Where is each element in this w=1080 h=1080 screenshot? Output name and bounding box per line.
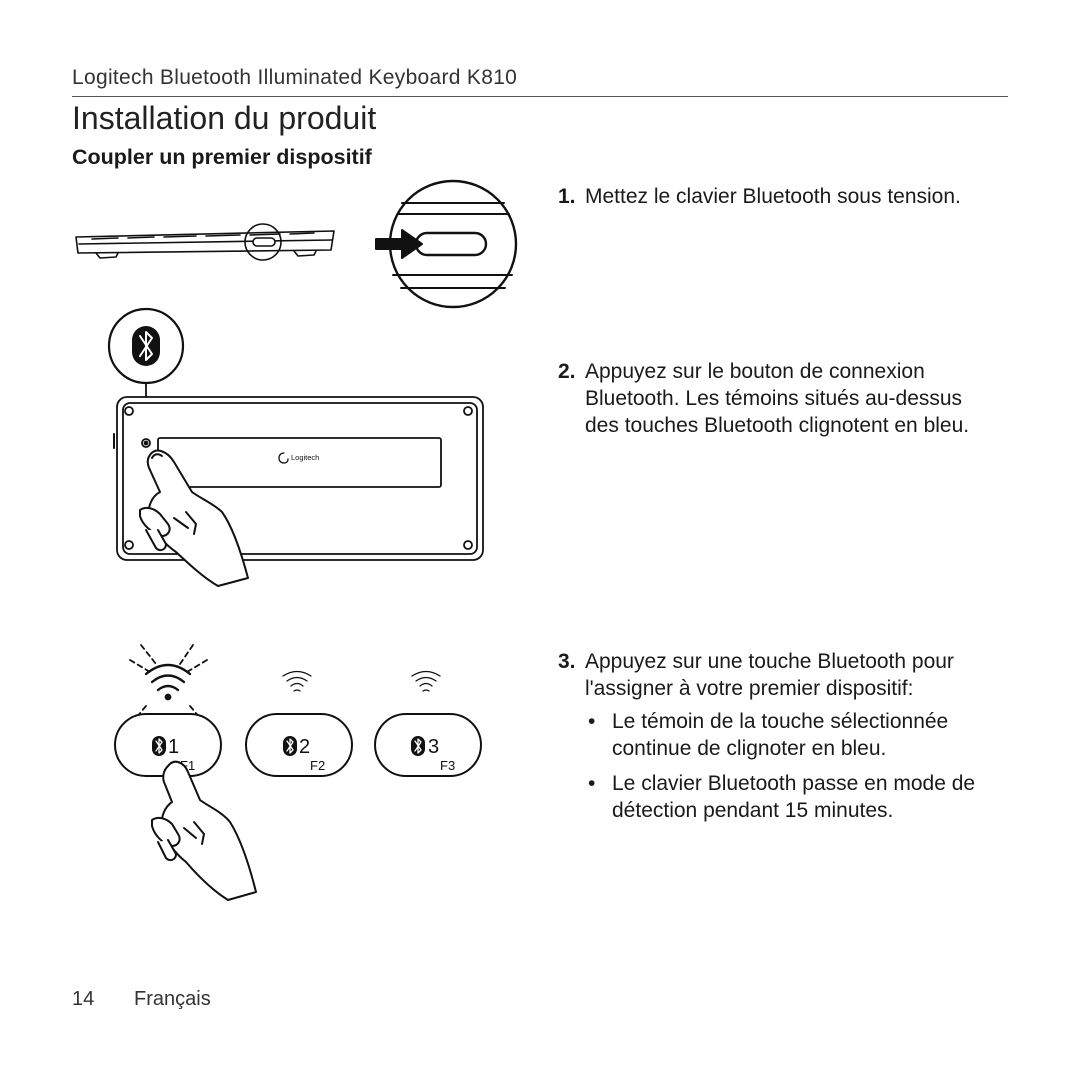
step-3: 3. Appuyez sur une touche Bluetooth pour… xyxy=(558,648,1008,832)
step-1-text: Mettez le clavier Bluetooth sous tension… xyxy=(585,185,961,208)
step-1-number: 1. xyxy=(558,185,576,208)
bluetooth-key-2-number: 2 xyxy=(299,736,310,758)
blink-indicator-rays xyxy=(129,644,208,719)
footer-language: Français xyxy=(134,988,211,1010)
power-switch-zoom xyxy=(375,179,518,309)
step-2-number: 2. xyxy=(558,360,576,383)
signal-icon-3 xyxy=(411,670,441,692)
bullet-marker: • xyxy=(588,710,596,733)
header-divider xyxy=(72,96,1008,97)
section-subtitle: Coupler un premier dispositif xyxy=(72,145,372,169)
page-number: 14 xyxy=(72,988,95,1010)
arrow-right-icon xyxy=(375,229,423,259)
document-header-title: Logitech Bluetooth Illuminated Keyboard … xyxy=(72,66,518,89)
bluetooth-key-3: 3 F3 xyxy=(374,713,482,777)
section-title: Installation du produit xyxy=(72,100,377,136)
bluetooth-key-3-number: 3 xyxy=(428,736,439,758)
step-2-text: Appuyez sur le bouton de connexion Bluet… xyxy=(585,360,970,437)
keyboard-logo-text: Logitech xyxy=(291,453,319,462)
hand-pressing-key-1 xyxy=(151,760,257,901)
bullet-marker: • xyxy=(588,772,596,795)
step-3-bullet-2: Le clavier Bluetooth passe en mode de dé… xyxy=(612,772,976,822)
step-3-text: Appuyez sur une touche Bluetooth pour l'… xyxy=(585,650,954,700)
step-2: 2. Appuyez sur le bouton de connexion Bl… xyxy=(558,358,1008,439)
step-3-number: 3. xyxy=(558,650,576,673)
list-item: • Le clavier Bluetooth passe en mode de … xyxy=(558,770,1008,824)
bluetooth-key-2-fkey: F2 xyxy=(310,758,325,773)
list-item: • Le témoin de la touche sélectionnée co… xyxy=(558,708,1008,762)
step-3-bullet-1: Le témoin de la touche sélectionnée cont… xyxy=(612,710,949,760)
step-3-bullet-list: • Le témoin de la touche sélectionnée co… xyxy=(558,708,1008,824)
bluetooth-key-1-number: 1 xyxy=(168,736,179,758)
step-1: 1. Mettez le clavier Bluetooth sous tens… xyxy=(558,183,1008,210)
bluetooth-connect-callout xyxy=(107,307,185,441)
bluetooth-key-2: 2 F2 xyxy=(245,713,353,777)
hand-pressing-connect-button xyxy=(139,449,249,587)
signal-icon-1 xyxy=(144,663,192,701)
keyboard-side-view xyxy=(75,223,335,261)
bluetooth-key-3-fkey: F3 xyxy=(440,758,455,773)
signal-icon-2 xyxy=(282,670,312,692)
